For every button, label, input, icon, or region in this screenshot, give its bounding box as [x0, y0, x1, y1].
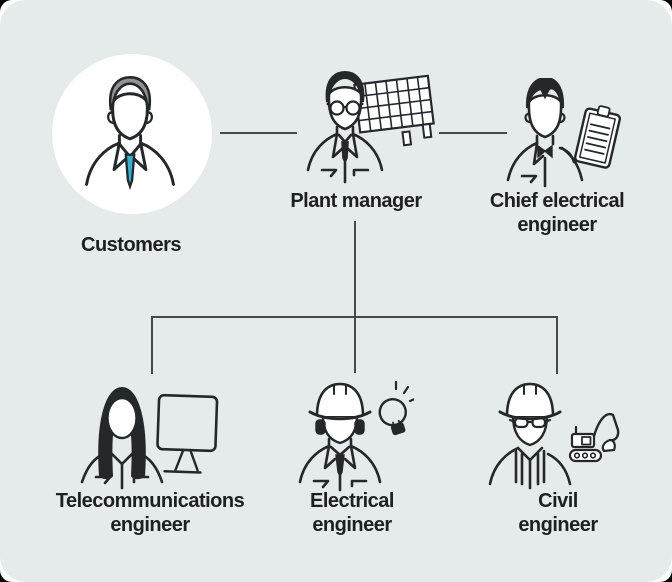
- civil-engineer-label: Civil engineer: [518, 490, 598, 536]
- chief-engineer-person: [506, 78, 584, 188]
- ear-muff-right: [354, 419, 365, 435]
- light-bulb-icon: [378, 380, 414, 436]
- electrical-engineer-person: [298, 382, 382, 492]
- safety-glasses-icon: [508, 416, 552, 429]
- hardhat-engineer-lightbulb-icon: [298, 380, 414, 492]
- clipboard: [573, 105, 622, 169]
- gray-hair: [108, 76, 152, 111]
- blue-tie: [124, 153, 136, 191]
- woman-person: [80, 386, 164, 490]
- edge-plant-manager-down-stem: [354, 221, 356, 373]
- solar-panel: [353, 74, 435, 147]
- excavator-icon: [568, 413, 620, 463]
- customers-label: Customers: [81, 234, 181, 256]
- civil-engineer-person: [488, 382, 572, 490]
- black-hair: [525, 78, 565, 109]
- edge-drop-civil-engineer: [556, 316, 558, 374]
- computer-monitor: [156, 393, 219, 474]
- glasses-icon: [326, 100, 364, 116]
- customers-circle: [52, 54, 212, 214]
- hard-hat: [505, 382, 555, 417]
- bow-tie: [537, 144, 553, 159]
- plant-manager-label: Plant manager: [290, 190, 422, 212]
- bulb-rays: [394, 380, 414, 403]
- electrical-engineer-label: Electrical engineer: [310, 490, 394, 536]
- hardhat-engineer-excavator-icon: [488, 382, 620, 490]
- businessman-blue-tie-icon: [85, 76, 175, 191]
- excavator-bucket: [601, 438, 616, 453]
- edge-customers-plant-manager: [220, 132, 297, 134]
- hard-hat: [315, 382, 365, 417]
- edge-plant-manager-chief-electrical-engineer: [439, 132, 507, 134]
- manager-glasses-solar-panel-icon: [306, 70, 435, 184]
- black-hair: [325, 70, 365, 103]
- plant-manager-person: [306, 70, 384, 184]
- edge-drop-telecommunications-engineer: [151, 316, 153, 374]
- engineer-bowtie-clipboard-icon: [506, 78, 622, 188]
- telecommunications-engineer-label: Telecommunications engineer: [55, 490, 245, 536]
- edge-bottom-row-crossbar: [151, 316, 558, 318]
- chief-electrical-engineer-label: Chief electrical engineer: [489, 190, 625, 236]
- woman-engineer-monitor-icon: [80, 386, 219, 490]
- ear-muff-left: [315, 419, 326, 435]
